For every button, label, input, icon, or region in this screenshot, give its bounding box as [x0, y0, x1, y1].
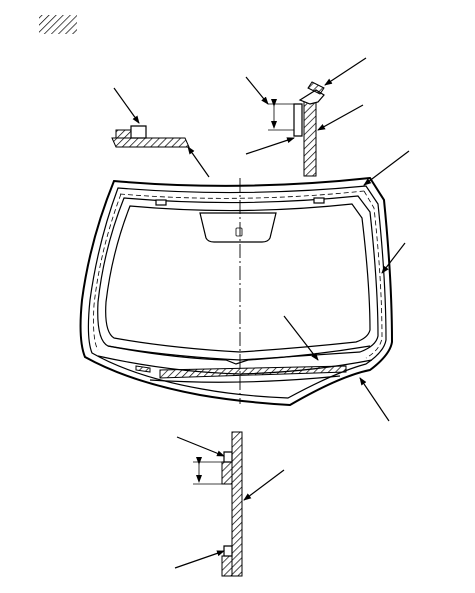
- detail-lower: [174, 431, 285, 577]
- detail-upper-right: [245, 57, 367, 177]
- windshield-view: [79, 150, 410, 422]
- detail-upper-left: [111, 87, 210, 178]
- hatched-area-icon: [39, 15, 77, 34]
